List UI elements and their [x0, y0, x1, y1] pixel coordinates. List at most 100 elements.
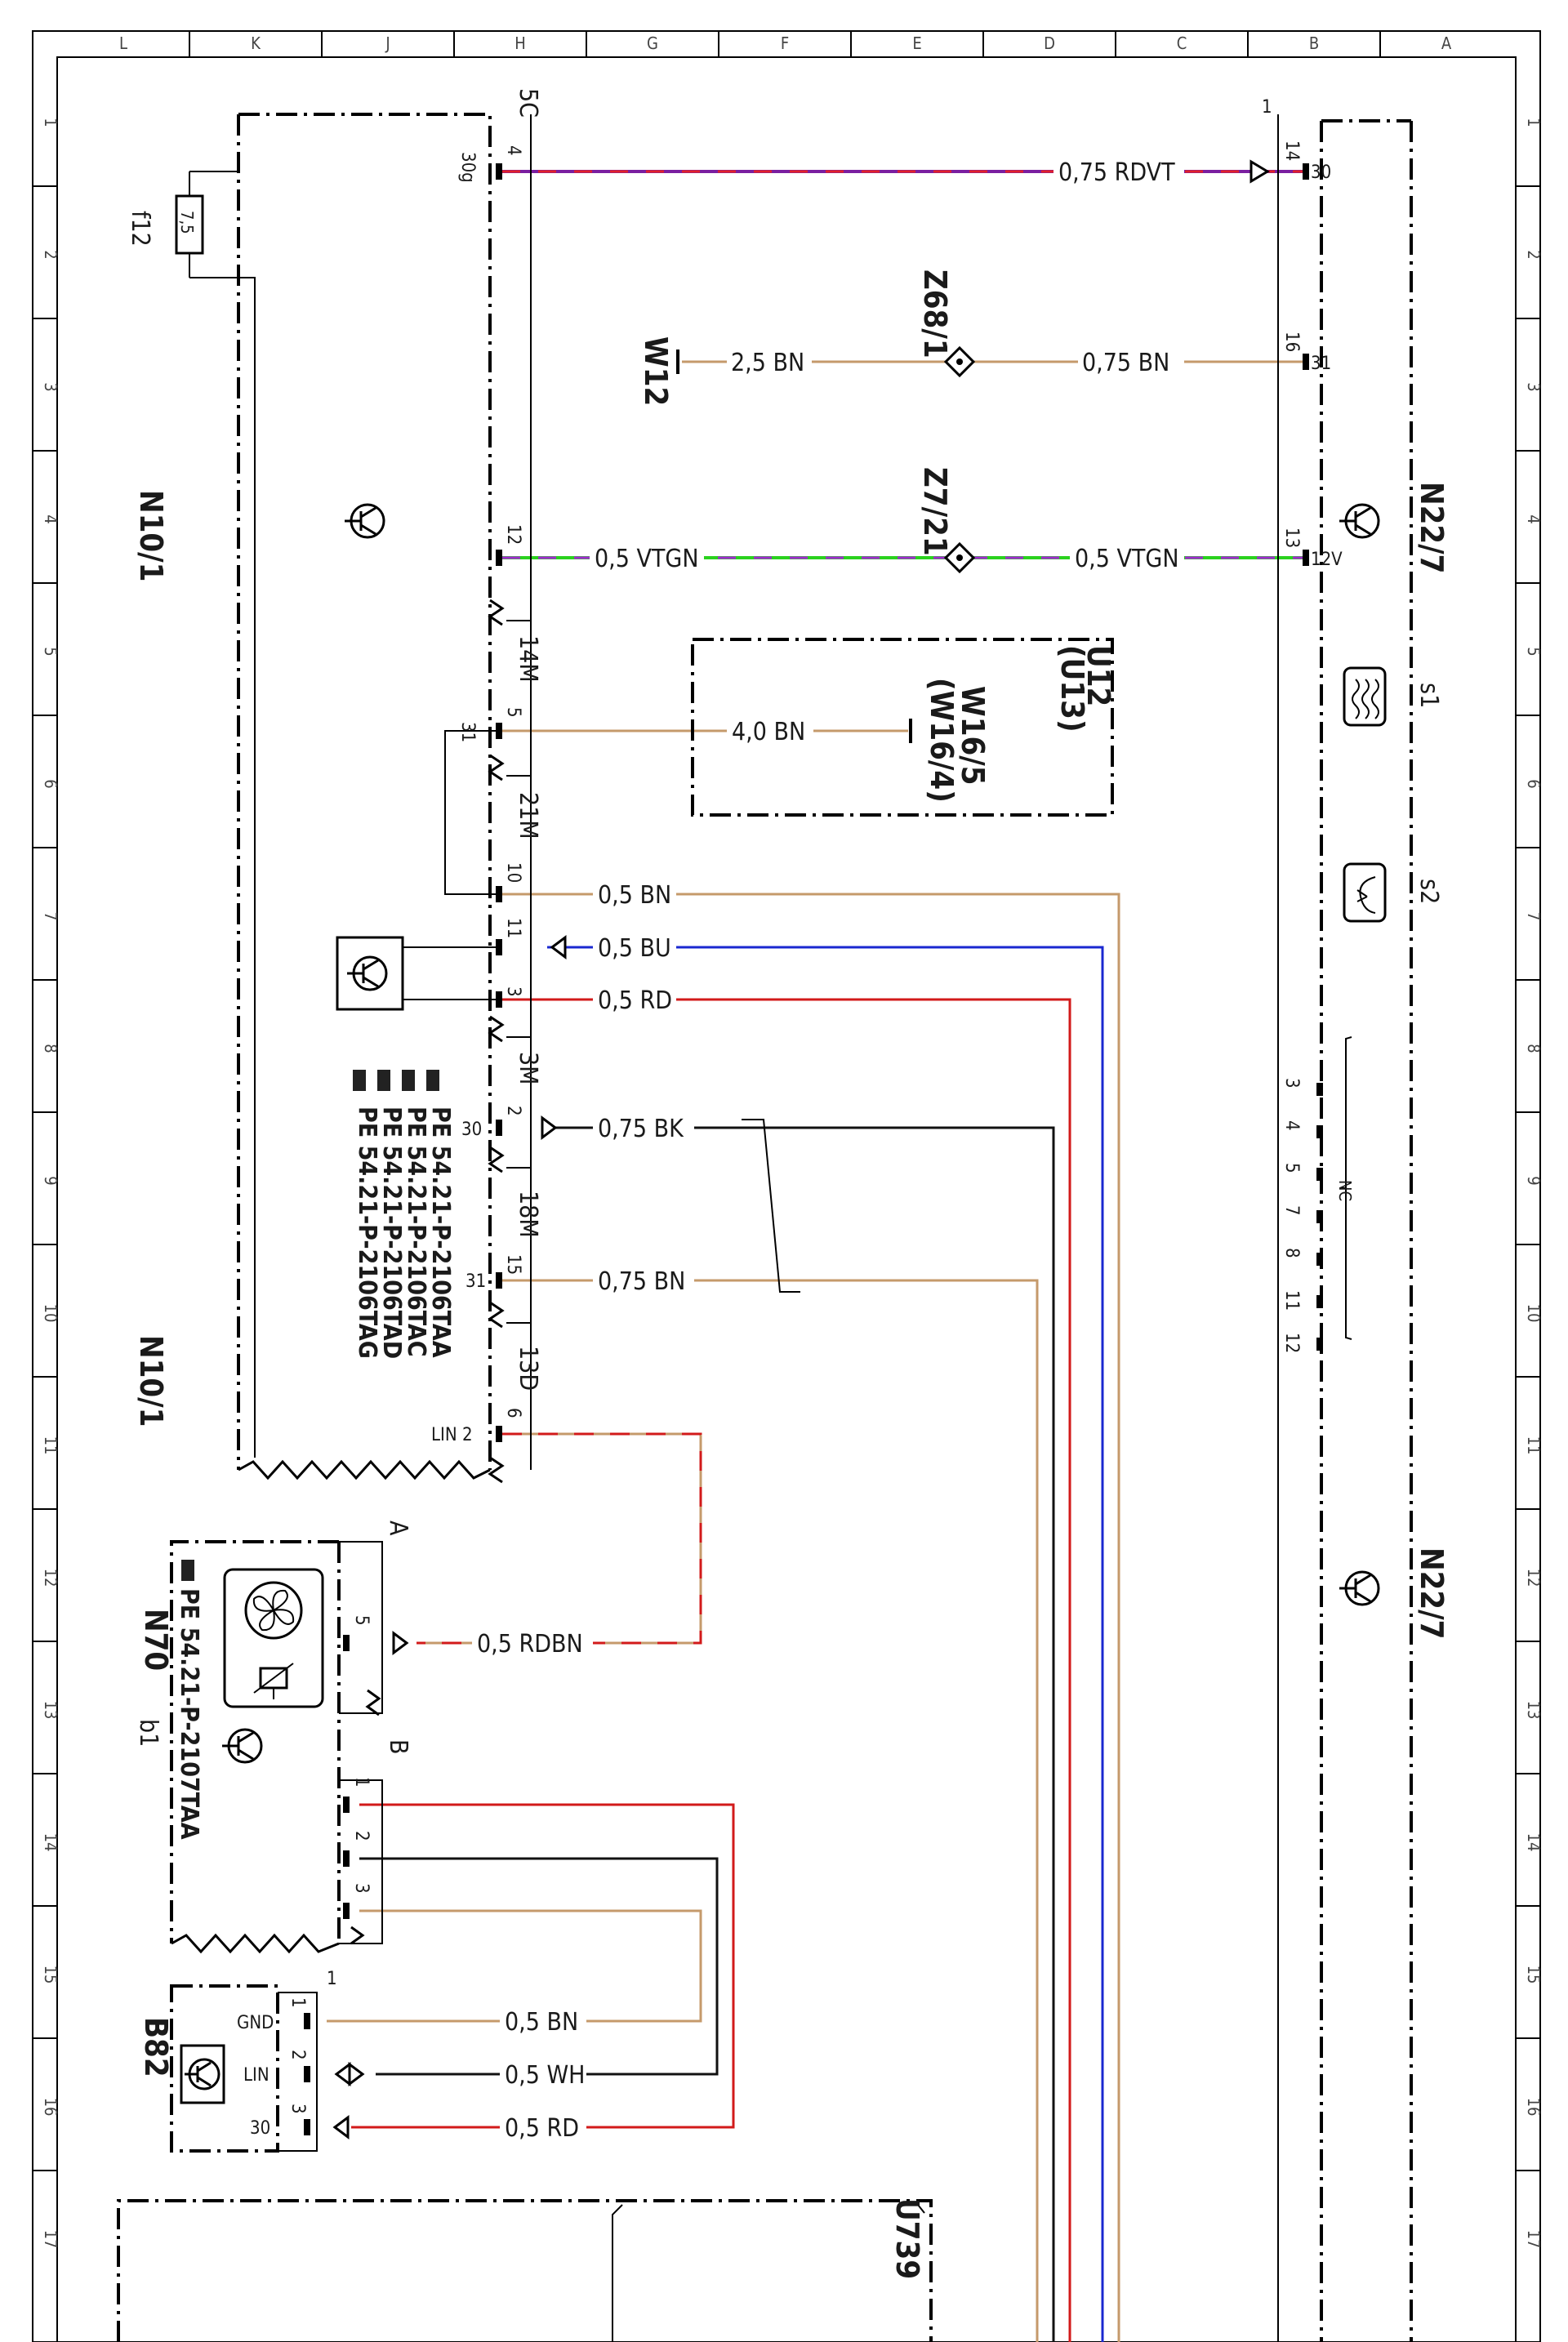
n10-pin-10: 10: [503, 862, 523, 883]
n10-pin-4: 4: [503, 145, 523, 156]
row-labels: 1 2 3 4 5 6 7 8 9 10 11 12 13 14 15 16 1…: [41, 118, 1544, 2248]
row-label: 17: [1524, 2230, 1544, 2249]
row-label: 2: [41, 250, 60, 259]
u12-box: U12 (U13) W16/5 (W16/4): [691, 638, 1116, 817]
row-label: 15: [41, 1966, 60, 1984]
col-label: J: [385, 33, 390, 53]
row-label: 1: [1524, 118, 1544, 127]
n22-term-30: 30: [1311, 163, 1331, 183]
row-label: 10: [41, 1304, 60, 1323]
fan-icon: [244, 1581, 303, 1640]
b82-pin-3: 3: [287, 2104, 308, 2114]
nc-pin: 3: [1281, 1078, 1302, 1089]
b82-sensor-box: [180, 2044, 225, 2104]
row-label: 12: [1524, 1569, 1544, 1587]
w16-label: W16/5: [955, 686, 991, 786]
connector-18m: 18M: [514, 1191, 542, 1238]
n22-pin-14: 14: [1281, 140, 1302, 161]
wire-label: 0,75 BN: [1082, 349, 1169, 377]
wire-label: 0,5 BN: [598, 881, 671, 910]
row-label: 14: [1524, 1833, 1544, 1852]
row-label: 16: [1524, 2098, 1544, 2117]
wire-bu-11: [547, 946, 1104, 2342]
wire-labels: 0,75 RDVT 2,5 BN 0,75 BN 0,5 VTGN 0,5 VT…: [472, 157, 1184, 2143]
connector-14m: 14M: [514, 635, 542, 683]
n22-one: 1: [1262, 97, 1272, 118]
n10-term-31a: 31: [457, 722, 478, 742]
wire-rd-3: [502, 998, 1071, 2342]
n70-b1-label: b1: [134, 1719, 163, 1747]
b82-term-gnd: GND: [237, 2013, 274, 2033]
u13-label: (U13): [1054, 645, 1090, 732]
n70-pin-1: 1: [351, 1777, 372, 1788]
nc-pin: 7: [1281, 1205, 1302, 1216]
n10-term-30g: 30g: [457, 152, 478, 183]
row-label: 4: [41, 514, 60, 523]
wire-rdbn: [416, 1432, 702, 1645]
row-label: 6: [1524, 779, 1544, 788]
connector-3m: 3M: [514, 1052, 542, 1084]
n22-pin-16: 16: [1281, 332, 1302, 352]
wire-label: 0,5 RD: [505, 2114, 579, 2143]
z7-label: Z7/21: [917, 467, 953, 556]
row-label: 7: [41, 911, 60, 920]
row-label: 5: [41, 647, 60, 656]
n70-connector-a: A: [384, 1521, 412, 1536]
row-label: 16: [41, 2098, 60, 2117]
nc-pin: 11: [1281, 1290, 1302, 1311]
n70-module: A B N70 b1 PE 54.21-P-2107TAA: [134, 1521, 412, 1954]
wire-label: 0,75 BK: [598, 1115, 684, 1143]
row-label: 12: [41, 1569, 60, 1587]
n70-connector-b: B: [384, 1739, 412, 1755]
n22-term-31: 31: [1311, 354, 1331, 374]
nc-pin: 12: [1281, 1333, 1302, 1353]
col-label: K: [251, 33, 261, 53]
nc-pin: 8: [1281, 1248, 1302, 1258]
row-label: 9: [41, 1176, 60, 1185]
wire-bn-10: [502, 893, 1120, 2342]
row-label: 15: [1524, 1966, 1544, 1984]
n70-label: N70: [138, 1609, 174, 1671]
column-header: [189, 31, 1381, 57]
hand-pointer-icon: [353, 1070, 439, 1091]
row-label: 10: [1524, 1304, 1544, 1323]
wires: [327, 170, 1303, 2342]
u739-module: U739: [117, 2198, 933, 2342]
col-label: C: [1177, 33, 1187, 53]
splice-z7: Z7/21: [917, 467, 976, 574]
n10-pin-2: 2: [503, 1106, 523, 1116]
fuse-f12: 7,5 f12: [126, 171, 256, 1458]
crossover-marker: [742, 1119, 800, 1293]
switch-s1-label: s1: [1414, 683, 1443, 708]
row-label: 17: [41, 2230, 60, 2249]
row-label: 3: [41, 382, 60, 391]
n10-label-top: N10/1: [133, 490, 169, 581]
nc-pin: 5: [1281, 1163, 1302, 1173]
ref-2106tad: PE 54.21-P-2106TAD: [377, 1106, 406, 1359]
col-label: A: [1441, 33, 1452, 53]
electronic-component-icon: [185, 2058, 220, 2090]
temperature-sensor-icon: [253, 1663, 294, 1699]
col-label: F: [781, 33, 789, 53]
row-label: 7: [1524, 911, 1544, 920]
n10-term-lin: LIN 2: [431, 1425, 473, 1445]
ground-w12: W12: [638, 336, 679, 406]
electronic-component-icon: [222, 1728, 263, 1764]
n70-pin-2: 2: [351, 1831, 372, 1841]
wire-label: 0,5 RD: [598, 986, 672, 1015]
n10-label-bottom: N10/1: [133, 1335, 169, 1427]
wire-label: 0,5 BU: [598, 934, 671, 963]
b82-one: 1: [327, 1969, 337, 1989]
electronic-component-icon: [1339, 503, 1380, 539]
wire-label: 0,5 VTGN: [595, 545, 699, 573]
w16-4-label: (W16/4): [924, 678, 960, 803]
b82-pin-1: 1: [287, 1997, 308, 2008]
wire-label: 0,5 RDBN: [477, 1630, 583, 1659]
z68-label: Z68/1: [917, 269, 953, 358]
n10-term-31b: 31: [466, 1271, 486, 1292]
windshield-switch-icon: [1343, 862, 1387, 923]
col-label: B: [1309, 33, 1319, 53]
wire-bk-2: [547, 1126, 1055, 2342]
ref-2106tac: PE 54.21-P-2106TAC: [402, 1106, 430, 1357]
row-label: 14: [41, 1833, 60, 1852]
